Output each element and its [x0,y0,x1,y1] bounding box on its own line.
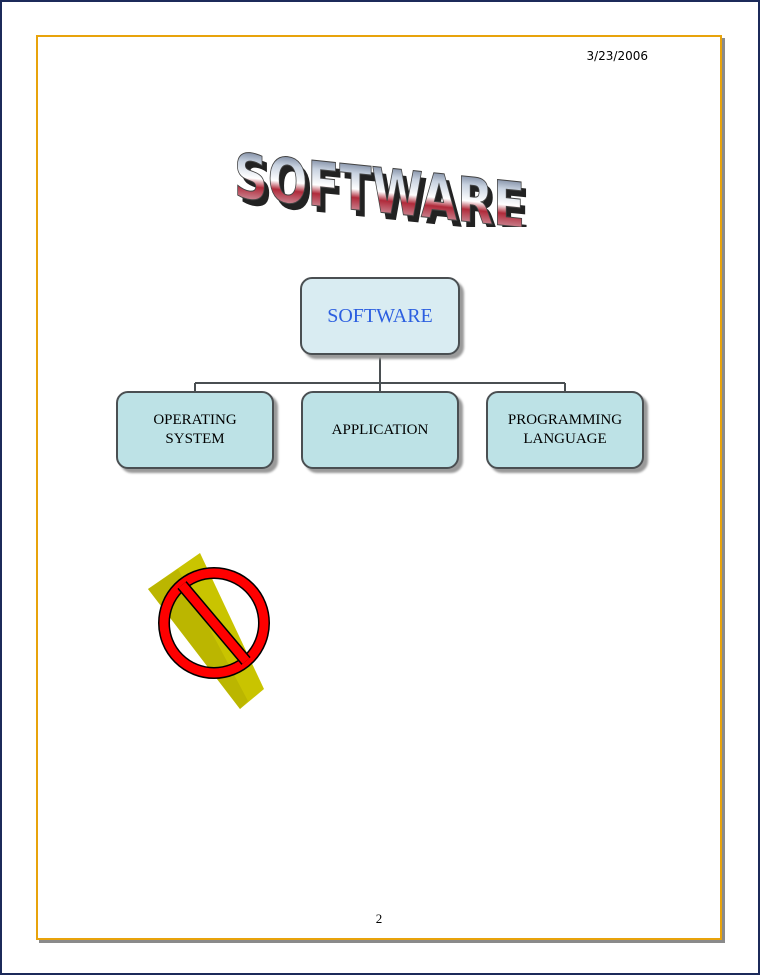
document-page: 3/23/2006 SOFTWARE SOFTWARE [36,35,722,940]
no-pencil-icon [148,553,270,709]
org-chart: SOFTWARE OPERATING SYSTEM APPLICATION PR… [112,273,652,483]
org-node-programming-language: PROGRAMMING LANGUAGE [486,391,644,469]
org-node-software: SOFTWARE [300,277,460,355]
org-node-application: APPLICATION [301,391,459,469]
software-wordart-title: SOFTWARE SOFTWARE [234,140,530,227]
org-chart-connectors [194,355,566,391]
prohibition-sign [158,567,270,679]
wordart-face: SOFTWARE [234,140,525,227]
header-date: 3/23/2006 [586,49,648,63]
org-node-label: OPERATING SYSTEM [153,412,237,447]
page-number: 2 [375,911,383,926]
org-node-operating-system: OPERATING SYSTEM [116,391,274,469]
org-node-label: PROGRAMMING LANGUAGE [507,412,623,447]
org-node-software-label: SOFTWARE [327,304,433,327]
org-node-label: APPLICATION [331,421,429,438]
